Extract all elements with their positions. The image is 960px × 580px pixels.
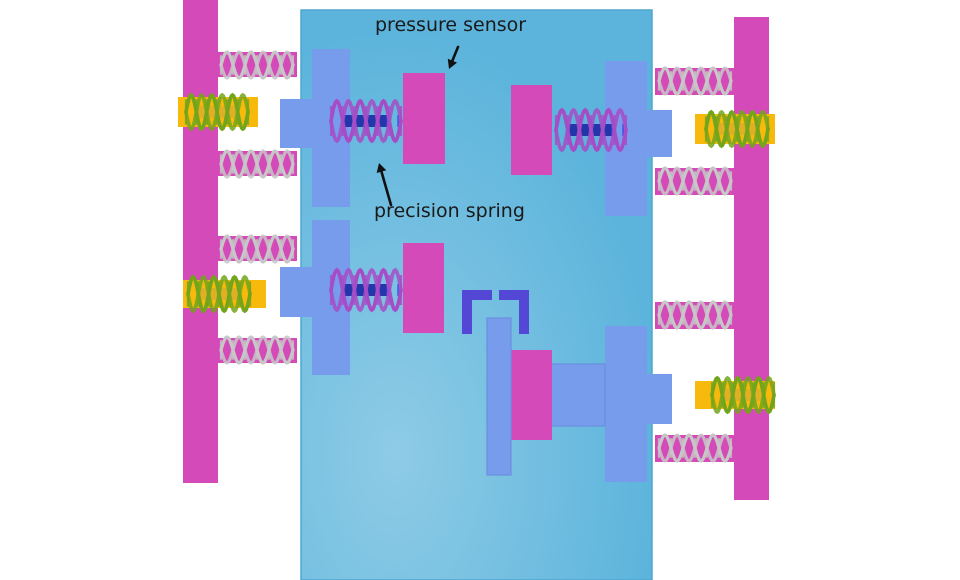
pressure-sensor-left-bottom bbox=[403, 243, 444, 333]
spring-helix-icon bbox=[329, 267, 403, 313]
spring-helix-icon bbox=[219, 149, 295, 179]
pressure-sensor-lower bbox=[511, 350, 552, 440]
spring-helix-icon bbox=[710, 375, 776, 415]
pressure-sensor-left-top bbox=[403, 73, 445, 164]
clamp-icon bbox=[499, 290, 529, 334]
right-rail bbox=[734, 17, 769, 500]
precision-spring-label: precision spring bbox=[374, 200, 525, 222]
pressure-sensor-label: pressure sensor bbox=[375, 14, 527, 36]
spring-helix-icon bbox=[329, 98, 403, 144]
spring-helix-icon bbox=[657, 166, 733, 196]
clamp-icon bbox=[462, 290, 492, 334]
spring-helix-icon bbox=[657, 433, 733, 463]
pressure-sensor-right-top bbox=[511, 85, 552, 175]
left-rail bbox=[183, 0, 218, 483]
spring-helix-icon bbox=[704, 109, 770, 149]
left-cross-block-top bbox=[280, 49, 350, 207]
spring-helix-icon bbox=[219, 50, 295, 80]
spring-helix-icon bbox=[657, 300, 733, 330]
spring-helix-icon bbox=[186, 274, 252, 314]
spring-helix-icon bbox=[657, 66, 733, 96]
spring-helix-icon bbox=[184, 92, 250, 132]
spring-helix-icon bbox=[554, 107, 628, 153]
slide-bar bbox=[486, 317, 512, 476]
right-cross-block-bottom bbox=[605, 326, 672, 482]
arrow-icon bbox=[447, 45, 460, 69]
connector-box bbox=[550, 363, 606, 427]
spring-helix-icon bbox=[219, 335, 295, 365]
arrow-icon bbox=[376, 163, 393, 207]
spring-helix-icon bbox=[219, 234, 295, 264]
